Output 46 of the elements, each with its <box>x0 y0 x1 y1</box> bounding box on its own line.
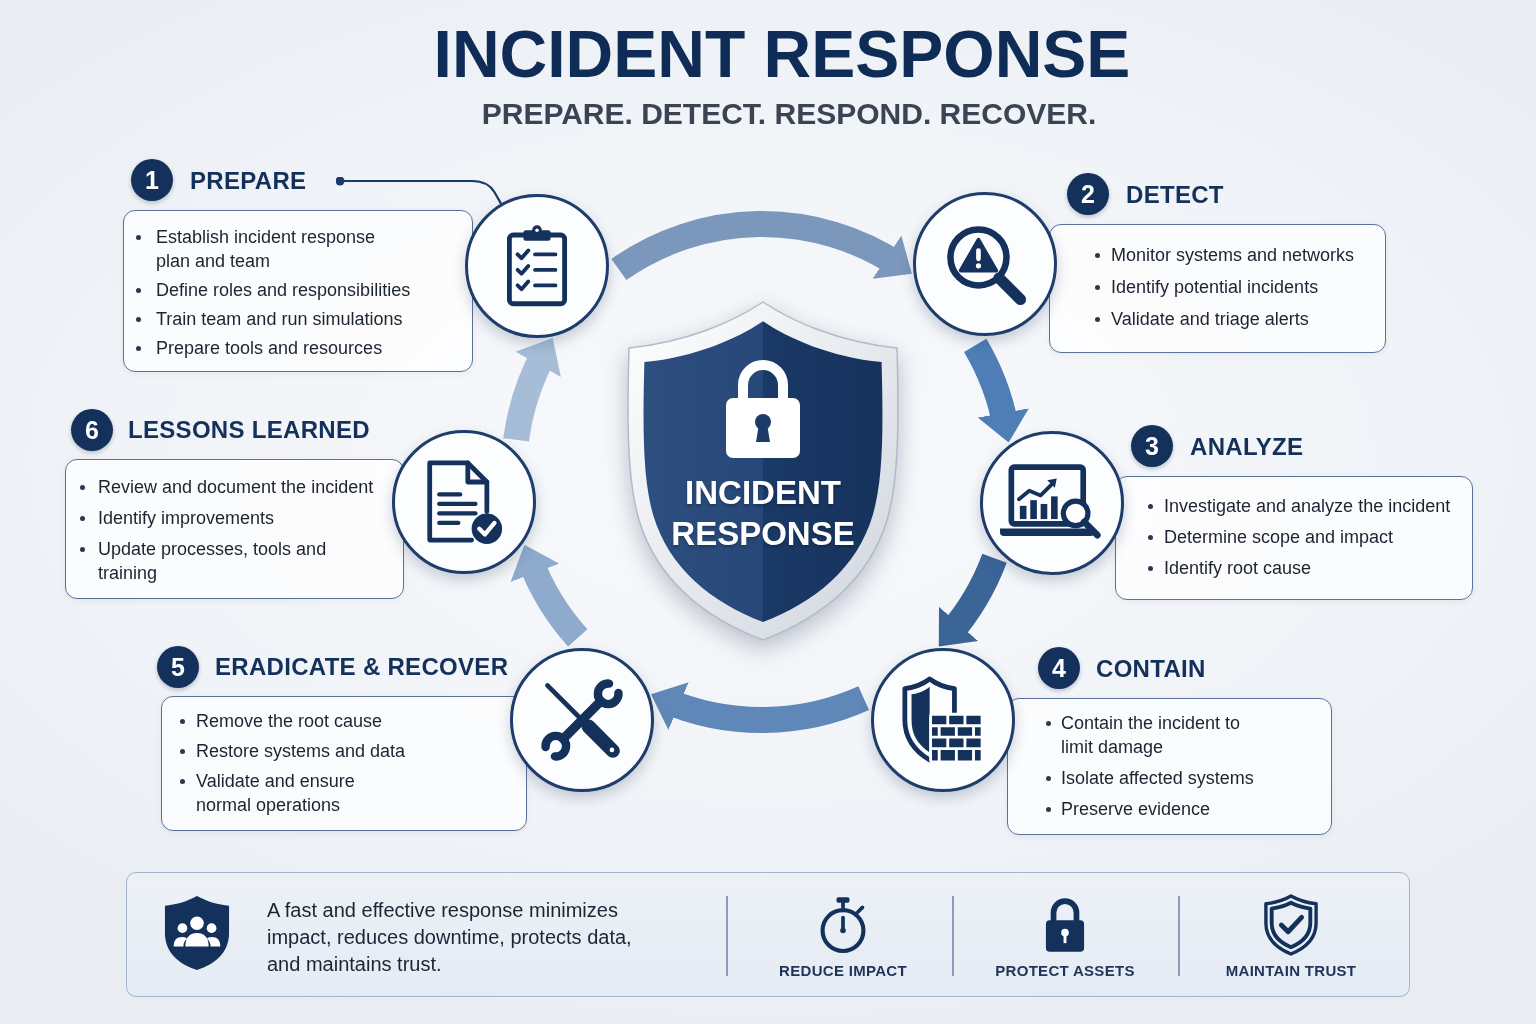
cycle-arrow <box>612 211 913 281</box>
step-title: ERADICATE & RECOVER <box>215 652 509 682</box>
summary-banner <box>126 872 1410 997</box>
cycle-arrow <box>937 553 1007 647</box>
shield-title: INCIDENT RESPONSE <box>670 473 856 554</box>
bullet-item: Investigate and analyze the incident <box>1148 494 1451 518</box>
bullet-item: Validate and triage alerts <box>1095 307 1309 331</box>
page-subtitle: PREPARE. DETECT. RESPOND. RECOVER. <box>481 96 1097 132</box>
bullet-item: Prepare tools and resources <box>136 336 383 360</box>
bullet-item: Remove the root cause <box>180 709 383 733</box>
bullet-item: Isolate affected systems <box>1046 766 1254 790</box>
step-number-badge: 5 <box>157 646 199 688</box>
step-title: ANALYZE <box>1190 432 1304 462</box>
step-title: LESSONS LEARNED <box>128 415 370 445</box>
bullet-item: Identify root cause <box>1148 556 1312 580</box>
bullet-item: Preserve evidence <box>1046 797 1211 821</box>
bullet-item: Identify improvements <box>80 506 275 530</box>
cycle-arrow <box>511 545 588 647</box>
bullet-item: Restore systems and data <box>180 739 406 763</box>
bullet-item: Review and document the incident <box>80 475 374 499</box>
cycle-arrow <box>503 337 562 443</box>
bullet-item: Define roles and responsibilities <box>136 278 411 302</box>
step-number-badge: 3 <box>1131 425 1173 467</box>
bullet-item: Train team and run simulations <box>136 307 403 331</box>
step-number-badge: 1 <box>131 159 173 201</box>
bullet-item: Validate and ensure normal operations <box>180 769 408 817</box>
step-number-badge: 6 <box>71 409 113 451</box>
bullet-item: Update processes, tools and training <box>80 537 387 585</box>
benefit-label: MAINTAIN TRUST <box>1225 962 1357 980</box>
step-title: CONTAIN <box>1096 654 1206 684</box>
leader-line <box>335 176 502 205</box>
page-title: INCIDENT RESPONSE <box>433 18 1131 90</box>
step-title: DETECT <box>1126 180 1224 210</box>
summary-text: A fast and effective response minimizes impact, reduces downtime, protects data, and maintains trust. <box>267 898 633 977</box>
bullet-item: Monitor systems and networks <box>1095 243 1355 267</box>
benefit-label: PROTECT ASSETS <box>995 962 1135 980</box>
step-title: PREPARE <box>190 166 307 196</box>
bullet-item: Establish incident response plan and team <box>136 225 413 273</box>
cycle-arrow <box>650 680 869 733</box>
bullet-item: Contain the incident to limit damage <box>1046 711 1261 759</box>
benefit-label: REDUCE IMPACT <box>779 962 907 980</box>
bullet-item: Determine scope and impact <box>1148 525 1394 549</box>
step-number-badge: 2 <box>1067 173 1109 215</box>
cycle-arrow <box>963 339 1028 443</box>
bullet-item: Identify potential incidents <box>1095 275 1319 299</box>
step-number-badge: 4 <box>1038 647 1080 689</box>
